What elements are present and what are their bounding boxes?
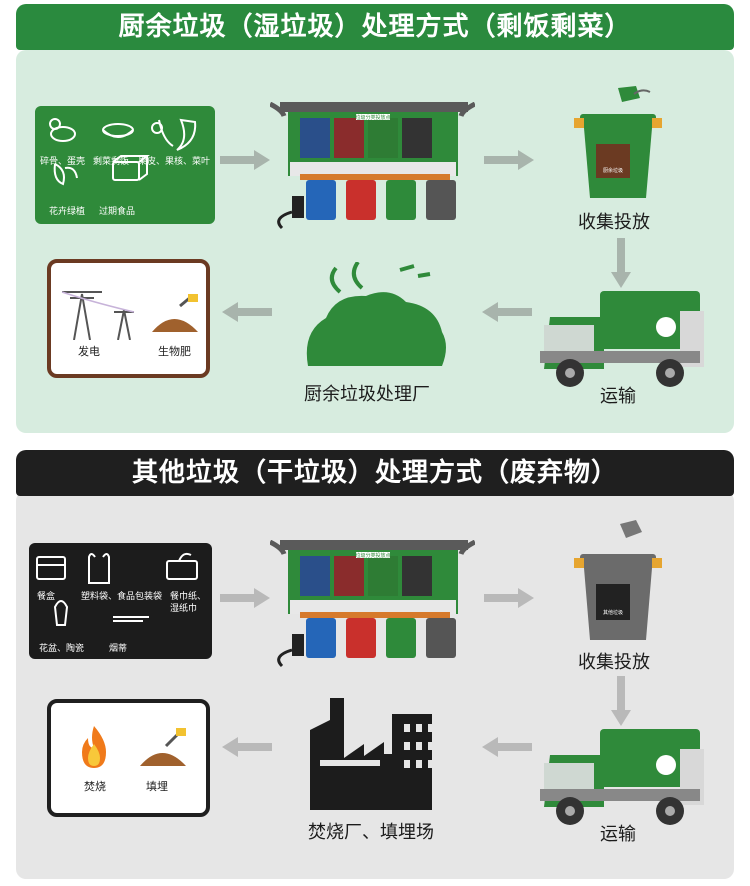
- wet-waste-title: 厨余垃圾（湿垃圾）处理方式（剩饭剩菜）: [16, 4, 734, 50]
- item-label-expired-food: 过期食品: [99, 207, 136, 217]
- arrow-left-icon: [222, 302, 272, 322]
- result-fertilizer-label: 生物肥: [158, 345, 191, 358]
- item-label-plants: 花卉绿植: [49, 207, 86, 217]
- power-tower-icon: [61, 291, 135, 340]
- item-label-leftovers: 剩菜剩饭: [93, 157, 130, 167]
- item-label-fruit-peel: 果皮、果核、菜叶: [138, 157, 211, 167]
- transport-label: 运输: [600, 824, 636, 845]
- arrow-left-icon: [482, 737, 532, 757]
- wet-waste-result-box: [47, 259, 210, 378]
- plant-label: 焚烧厂、填埋场: [308, 822, 434, 843]
- item-label-lunchbox: 餐盒: [37, 592, 56, 602]
- fertilizer-icon: [152, 294, 198, 332]
- waste-items-icon: [36, 552, 198, 626]
- arrow-left-icon: [222, 737, 272, 757]
- collect-label: 收集投放: [578, 212, 650, 233]
- kitchen-waste-bin-icon: 厨余垃圾: [574, 86, 662, 198]
- fire-icon: [82, 726, 106, 768]
- svg-text:其他垃圾: 其他垃圾: [603, 609, 623, 616]
- transport-label: 运输: [600, 386, 636, 407]
- arrow-down-icon: [611, 676, 631, 726]
- dry-waste-result-box: [47, 699, 210, 817]
- item-label-napkin: 餐巾纸、: [170, 592, 207, 602]
- arrow-right-icon: [220, 588, 270, 608]
- item-label-cigarette: 烟蒂: [109, 644, 128, 654]
- svg-text:厨余垃圾: 厨余垃圾: [603, 167, 623, 174]
- collect-label: 收集投放: [578, 652, 650, 673]
- result-landfill-label: 填埋: [146, 780, 168, 793]
- svg-text:垃圾分类投放点: 垃圾分类投放点: [355, 114, 390, 121]
- arrow-right-icon: [484, 150, 534, 170]
- result-burn-label: 焚烧: [84, 780, 106, 793]
- item-label-pottery: 花盆、陶瓷: [39, 644, 85, 654]
- arrow-down-icon: [611, 238, 631, 288]
- arrow-right-icon: [220, 150, 270, 170]
- dry-waste-title: 其他垃圾（干垃圾）处理方式（废弃物）: [16, 450, 734, 496]
- arrow-right-icon: [484, 588, 534, 608]
- incineration-factory-icon: [310, 698, 434, 810]
- result-power-label: 发电: [78, 345, 100, 358]
- wet-waste-items-card: 碎骨、蛋壳 剩菜剩饭 果皮、果核、菜叶 花卉绿植 过期食品: [35, 106, 215, 224]
- item-label-wet-wipes: 湿纸巾: [170, 604, 198, 614]
- landfill-icon: [140, 728, 186, 766]
- other-waste-bin-icon: 其他垃圾: [574, 520, 662, 640]
- garbage-truck-icon: [540, 291, 704, 387]
- svg-text:垃圾分类投放点: 垃圾分类投放点: [355, 552, 390, 559]
- item-label-plastic-bags: 塑料袋、食品包装袋: [81, 592, 163, 602]
- kitchen-waste-plant-icon: [306, 262, 446, 366]
- arrow-left-icon: [482, 302, 532, 322]
- dry-waste-items-card: 餐盒 塑料袋、食品包装袋 餐巾纸、 湿纸巾 花盆、陶瓷 烟蒂: [29, 543, 212, 659]
- garbage-truck-icon: [540, 729, 704, 825]
- sorting-station-icon: 垃圾分类投放点: [270, 102, 475, 230]
- sorting-station-icon: 垃圾分类投放点: [270, 540, 475, 668]
- plant-label: 厨余垃圾处理厂: [304, 384, 430, 405]
- food-scraps-icon: [49, 118, 197, 186]
- item-label-bones-eggshell: 碎骨、蛋壳: [40, 157, 86, 167]
